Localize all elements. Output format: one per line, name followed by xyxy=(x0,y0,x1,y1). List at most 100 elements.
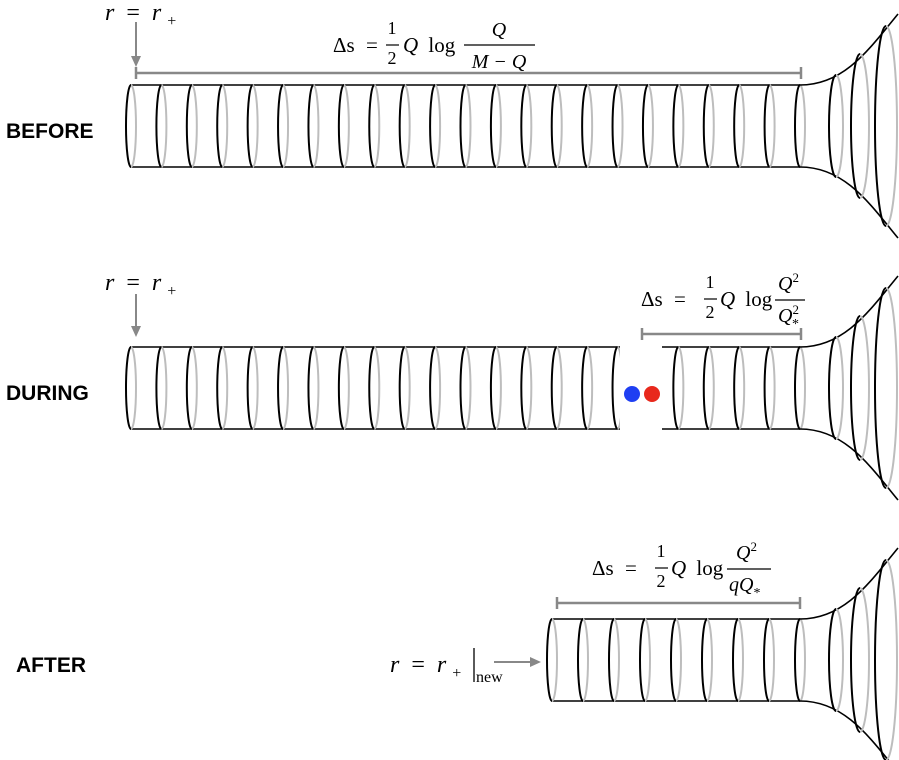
ring-front xyxy=(216,346,223,430)
horizon-label-before: r = r + xyxy=(105,0,176,30)
ring-front xyxy=(608,618,615,702)
horizon-arrow-before xyxy=(131,22,141,67)
svg-text:Q log: Q log xyxy=(403,33,456,57)
ring-front xyxy=(429,346,436,430)
svg-text:Q2*: Q2* xyxy=(778,302,799,332)
ring-back xyxy=(404,346,411,430)
ring-front xyxy=(550,84,558,168)
ring-front xyxy=(763,84,771,168)
svg-text:r = r: r = r + xyxy=(390,652,461,682)
stage-before: BEFORE r = r + Δs = 1 2 Q log xyxy=(6,0,899,239)
mouth-bottom-edge xyxy=(799,700,890,760)
ring-front xyxy=(763,346,771,430)
ring-front xyxy=(550,346,558,430)
ring-front xyxy=(398,84,406,168)
stage-label-after: AFTER xyxy=(16,654,86,677)
ring-front xyxy=(702,346,710,430)
ring-front xyxy=(733,84,740,168)
svg-text:Δs =: Δs = xyxy=(333,33,378,57)
ring-front xyxy=(520,84,527,168)
entropy-formula-during: Δs = 1 2 Q log Q2 Q2* xyxy=(641,270,805,332)
svg-text:1: 1 xyxy=(706,272,715,292)
stage-during: DURING r = r + Δs = 1 2 Q log xyxy=(6,270,899,501)
ring-back xyxy=(282,84,290,168)
ring-front xyxy=(546,618,553,702)
ring-back xyxy=(191,84,198,168)
svg-text:qQ*: qQ* xyxy=(729,574,760,601)
svg-text:2: 2 xyxy=(706,302,715,322)
entropy-formula-before: Δs = 1 2 Q log Q M − Q xyxy=(333,18,535,73)
ring-back xyxy=(130,346,137,430)
ring-back xyxy=(737,618,744,702)
throat-mouth-during xyxy=(799,275,899,501)
ring-front xyxy=(794,84,801,168)
ring-back xyxy=(617,84,624,168)
ring-front xyxy=(429,84,436,168)
ring-back xyxy=(835,608,844,712)
ring-front xyxy=(125,346,132,430)
ring-back xyxy=(738,346,746,430)
svg-text:new: new xyxy=(476,669,503,686)
ring-front xyxy=(155,346,162,430)
ring-back xyxy=(859,53,870,199)
ring-front xyxy=(828,336,837,440)
ring-back xyxy=(799,84,806,168)
ring-front xyxy=(639,618,646,702)
throat-mouth-before xyxy=(799,13,899,239)
ring-back xyxy=(769,346,776,430)
ring-back xyxy=(706,618,713,702)
ring-back xyxy=(556,346,563,430)
throat-tube-before xyxy=(125,84,806,168)
ring-front xyxy=(216,84,223,168)
ring-back xyxy=(373,346,381,430)
ring-back xyxy=(859,587,870,733)
ring-back xyxy=(885,559,898,760)
ring-back xyxy=(465,346,472,430)
ring-back xyxy=(708,84,715,168)
svg-text:r = r: r = r + xyxy=(105,270,176,300)
ring-front xyxy=(307,346,314,430)
svg-text:r = r: r = r + xyxy=(105,0,176,30)
ring-front xyxy=(828,608,837,712)
ring-front xyxy=(337,346,345,430)
ring-back xyxy=(799,346,806,430)
ring-front xyxy=(611,346,618,430)
ring-back xyxy=(708,346,715,430)
svg-text:Q: Q xyxy=(492,19,507,41)
svg-text:2: 2 xyxy=(657,571,666,591)
ring-front xyxy=(611,84,618,168)
ring-back xyxy=(799,618,806,702)
horizon-arrow-after xyxy=(494,657,541,667)
ring-back xyxy=(586,346,594,430)
ring-front xyxy=(701,618,708,702)
mouth-top-edge xyxy=(799,275,899,348)
length-bracket-during xyxy=(640,328,803,340)
ring-back xyxy=(373,84,381,168)
entropy-formula-after: Δs = 1 2 Q log Q2 qQ* xyxy=(592,539,771,601)
ring-back xyxy=(160,346,168,430)
ring-front xyxy=(337,84,345,168)
ring-front xyxy=(185,346,193,430)
ring-back xyxy=(495,84,502,168)
throat-mouth-after xyxy=(799,547,899,760)
particle-blue xyxy=(624,386,640,402)
ring-back xyxy=(738,84,746,168)
ring-back xyxy=(313,346,320,430)
ring-back xyxy=(221,84,229,168)
horizon-arrow-during xyxy=(131,294,141,337)
svg-text:Q2: Q2 xyxy=(778,270,799,295)
length-bracket-after xyxy=(555,597,802,609)
svg-text:1: 1 xyxy=(657,541,666,561)
ring-back xyxy=(343,84,350,168)
svg-text:M − Q: M − Q xyxy=(471,51,527,73)
svg-text:Δs =: Δs = xyxy=(641,287,686,311)
svg-text:Q log: Q log xyxy=(671,556,724,580)
ring-back xyxy=(677,84,685,168)
mouth-top-edge xyxy=(799,13,899,86)
svg-text:Δs =: Δs = xyxy=(592,556,637,580)
length-bracket-before xyxy=(134,67,803,79)
ring-front xyxy=(185,84,193,168)
ring-back xyxy=(859,315,870,461)
ring-back xyxy=(252,84,259,168)
